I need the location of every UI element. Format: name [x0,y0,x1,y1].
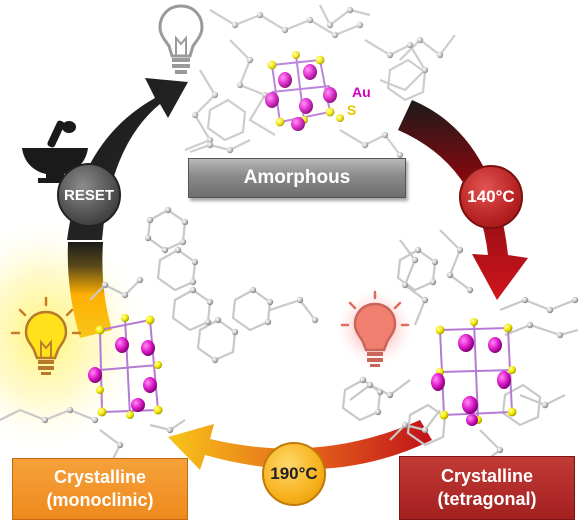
crystalline-monoclinic-box: Crystalline (monoclinic) [12,458,188,520]
monoclinic-structure [0,206,319,466]
lightbulb-red-icon [335,288,415,368]
temp-140-label: 140°C [467,187,515,206]
atom-au-label: Au [352,84,371,100]
atom-s-label: S [347,102,357,118]
mortar-pestle-icon [22,120,88,183]
temp-140-badge: 140°C [459,165,523,229]
amorphous-label: Amorphous [243,167,351,188]
reset-label: RESET [63,186,114,204]
lightbulb-yellow-icon [10,296,82,375]
arrow-tetragonal-to-monoclinic [168,420,432,470]
crystalline-tetragonal-box: Crystalline (tetragonal) [399,456,575,520]
crystalline-mono-line1: Crystalline [53,467,147,487]
arrow-monoclinic-to-reset [67,242,112,338]
amorphous-structure [184,4,456,159]
reset-badge: RESET [57,163,121,227]
crystalline-tetra-line1: Crystalline [440,466,534,486]
crystalline-mono-line2: (monoclinic) [46,490,154,510]
yellow-glow [0,215,150,455]
crystalline-tetra-line2: (tetragonal) [437,489,537,509]
lightbulb-off-icon [158,4,204,74]
amorphous-label-box: Amorphous [188,158,406,198]
temp-190-label: 190°C [270,464,318,483]
arrow-amorphous-to-tetragonal [398,100,528,300]
tetragonal-structure [341,229,579,466]
temp-190-badge: 190°C [262,442,326,506]
